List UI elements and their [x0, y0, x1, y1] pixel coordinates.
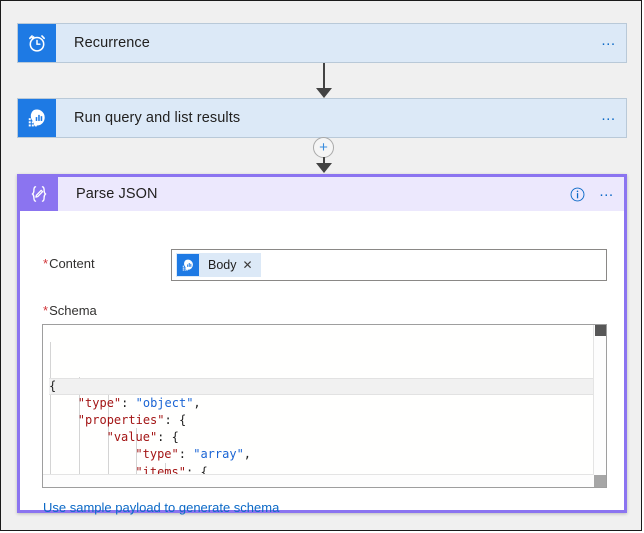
run-query-card-header[interactable]: Run query and list results …: [18, 99, 626, 137]
recurrence-more-menu-button[interactable]: …: [600, 32, 618, 49]
schema-field-label: *Schema: [43, 303, 97, 318]
use-sample-payload-link[interactable]: Use sample payload to generate schema: [43, 500, 280, 515]
insert-step-button[interactable]: +: [313, 137, 334, 158]
schema-code-line: {: [49, 377, 594, 395]
alarm-clock-icon: [18, 24, 56, 62]
connector-line-1: [323, 63, 325, 90]
workflow-step-run-query[interactable]: Run query and list results …: [17, 98, 627, 138]
schema-required-marker: *: [43, 303, 49, 318]
recurrence-card-header[interactable]: Recurrence …: [18, 24, 626, 62]
run-query-more-menu-button[interactable]: …: [600, 107, 618, 124]
workflow-step-parse-json[interactable]: Parse JSON … *Content: [17, 174, 627, 515]
content-field-label: *Content: [43, 256, 95, 271]
schema-code-editor[interactable]: {"type": "object", "properties": { "value"…: [42, 324, 607, 488]
parse-json-card-header[interactable]: Parse JSON …: [20, 177, 624, 211]
parse-json-title: Parse JSON: [76, 186, 158, 202]
schema-code-line: "type": "array",: [135, 447, 252, 462]
connector-arrow-1: [316, 88, 332, 98]
schema-vertical-scrollbar-thumb[interactable]: [595, 325, 606, 336]
remove-token-icon[interactable]: ✕: [242, 258, 253, 272]
schema-vertical-scrollbar[interactable]: [593, 325, 606, 475]
body-token-chip[interactable]: Body ✕: [176, 253, 261, 277]
parse-json-card-body: *Content: [20, 211, 624, 515]
run-query-title: Run query and list results: [74, 110, 241, 126]
connector-line-2-bottom: [323, 157, 325, 164]
schema-scrollbar-corner: [594, 475, 606, 487]
schema-horizontal-scrollbar[interactable]: [43, 474, 594, 487]
connector-arrow-2: [316, 163, 332, 173]
schema-code-line: "value": {: [106, 430, 179, 445]
workflow-step-recurrence[interactable]: Recurrence …: [17, 23, 627, 63]
content-required-marker: *: [43, 256, 49, 271]
recurrence-title: Recurrence: [74, 35, 150, 51]
schema-code-line: "type": "object",: [77, 395, 201, 410]
content-label-text: Content: [49, 256, 95, 271]
parse-json-braces-pencil-icon: [20, 177, 58, 211]
body-token-label: Body: [208, 258, 237, 272]
content-input[interactable]: Body ✕: [171, 249, 607, 281]
schema-code-line: "items": {: [135, 464, 208, 475]
azure-monitor-logs-icon: [177, 254, 199, 276]
info-icon[interactable]: [564, 186, 590, 203]
azure-monitor-logs-icon: [18, 99, 56, 137]
parse-json-more-menu-button[interactable]: …: [598, 183, 616, 200]
schema-code-text[interactable]: {"type": "object", "properties": { "value"…: [43, 325, 594, 475]
schema-code-line: "properties": {: [77, 412, 187, 427]
schema-label-text: Schema: [49, 303, 97, 318]
